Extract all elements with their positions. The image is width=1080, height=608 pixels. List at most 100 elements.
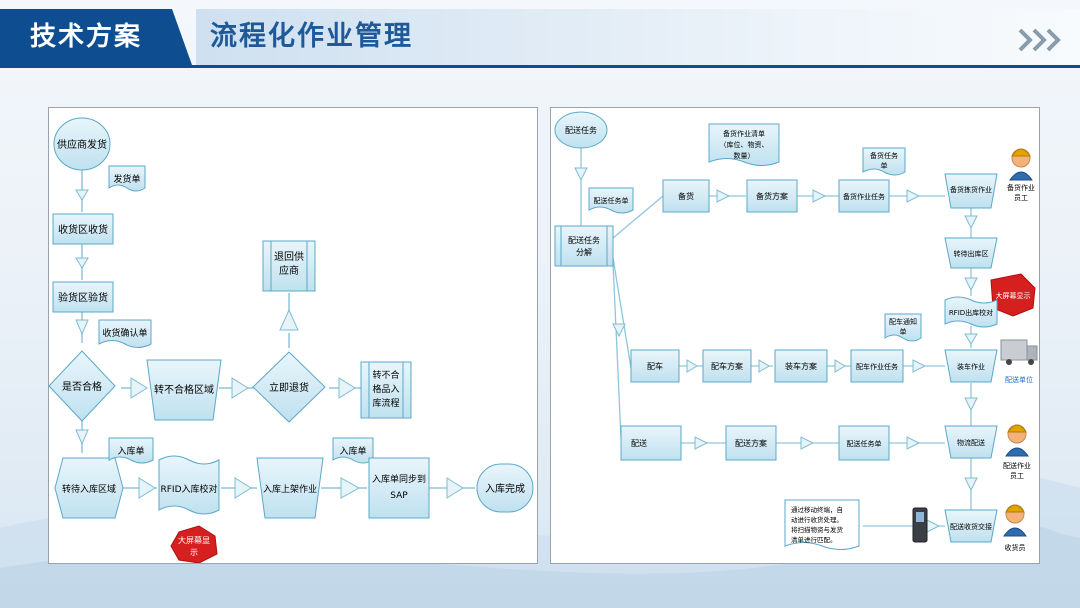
decision-immediate-return: [252, 351, 326, 423]
node-loading: [944, 349, 998, 383]
label-big-screen-2: 示: [190, 548, 198, 557]
title-bar: [196, 9, 1080, 65]
label-dispatch-task-doc: 配送任务单: [847, 439, 882, 448]
label-done: 入库完成: [485, 482, 525, 495]
label-immediate-return: 立即退货: [269, 381, 309, 394]
label-qualified: 是否合格: [62, 380, 102, 393]
label-handover: 配送收货交接: [950, 522, 992, 531]
doc-mobile-note: [784, 499, 860, 550]
label-big-screen-1: 大屏幕显: [178, 535, 210, 545]
label-load-notice-1: 配车通知: [889, 317, 917, 326]
label-prep-plan: 备货方案: [756, 191, 788, 201]
label-big-screen: 大屏幕显示: [996, 291, 1031, 300]
node-loading-plan: [774, 349, 828, 383]
label-mobile-note-3: 将扫描物资与发货: [791, 525, 844, 534]
label-rfid-check: RFID入库校对: [160, 483, 217, 495]
doc-prep-task: [862, 147, 906, 176]
node-inspect: [52, 281, 114, 313]
label-return-supplier-1: 退回供: [274, 250, 304, 263]
node-prep-picking: [944, 173, 998, 209]
label-mobile-note-4: 清单进行匹配。: [791, 535, 837, 544]
label-rfid-out: RFID出库校对: [949, 308, 993, 317]
worker-avatar-icon: [1009, 148, 1033, 181]
node-receive: [52, 213, 114, 245]
node-vehicle-plan: [702, 349, 752, 383]
node-handover: [944, 509, 998, 543]
page-title: 流程化作业管理: [210, 21, 413, 52]
node-dispatch-plan: [725, 425, 777, 461]
node-vehicle-task: [850, 349, 904, 383]
label-sync-1: 入库单同步到: [372, 473, 426, 485]
handheld-terminal-icon: [912, 507, 928, 543]
label-inspect: 验货区验货: [58, 291, 108, 304]
label-delivery-task: 配送任务: [565, 125, 597, 135]
doc-delivery-task: [588, 187, 634, 214]
label-to-inbound-zone: 转待入库区域: [62, 483, 116, 495]
section-label: 技术方案: [30, 22, 143, 52]
node-sync-sap: [368, 457, 430, 519]
label-mobile-note-2: 动进行收货处理。: [791, 515, 843, 524]
label-shelving: 入库上架作业: [263, 483, 317, 495]
label-delivery-note: 发货单: [113, 173, 140, 185]
label-receiver: 收货员: [1005, 543, 1026, 552]
label-loading-plan: 装车方案: [785, 361, 817, 371]
label-mobile-note-1: 通过移动终端，自: [791, 505, 843, 514]
node-done: [476, 463, 534, 513]
node-to-outbound-zone: [944, 237, 998, 269]
node-vehicle: [630, 349, 680, 383]
node-dispatch-task-doc: [838, 425, 890, 461]
triple-chevron-icon: [1018, 28, 1061, 52]
label-vehicle: 配车: [647, 361, 663, 371]
node-prep-task: [838, 179, 890, 213]
doc-load-notice: [884, 313, 922, 342]
label-logistics: 物流配送: [957, 438, 985, 447]
label-delivery-unit: 配送单位: [1005, 375, 1033, 384]
node-logistics: [944, 425, 998, 459]
worker-avatar-icon: [1003, 504, 1027, 537]
label-receipt-confirm: 收货确认单: [102, 327, 147, 339]
label-loading: 装车作业: [957, 362, 985, 371]
big-screen-indicator: [170, 525, 218, 563]
label-dispatch: 配送: [631, 438, 647, 448]
label-supplier-ship: 供应商发货: [57, 138, 107, 151]
node-prep-plan: [746, 179, 798, 213]
label-dispatch-worker-1: 配送作业: [1003, 461, 1031, 470]
node-return-supplier: [262, 240, 316, 292]
label-to-outbound-zone: 转待出库区: [954, 249, 989, 258]
node-dispatch: [620, 425, 682, 461]
label-prep-task-doc-2: 单: [881, 161, 888, 170]
label-to-unqualified-zone: 转不合格区域: [154, 383, 214, 396]
node-rfid-check: [158, 455, 220, 515]
label-prep-picking: 备货拣货作业: [950, 185, 992, 194]
label-prep-list-3: 数量）: [734, 151, 755, 160]
decision-qualified: [49, 350, 116, 422]
node-prep: [662, 179, 710, 213]
label-load-notice-2: 单: [900, 327, 907, 336]
section-tab: [0, 9, 192, 65]
inbound-flow-diagram: 供应商发货 发货单 收货区收货 验货区验货 收货确认单 是否合格 转不合格区域 …: [48, 107, 538, 564]
node-shelving: [256, 457, 324, 519]
header-divider: [0, 65, 1080, 68]
doc-receipt-confirm: [98, 319, 152, 348]
label-prep-task: 备货作业任务: [843, 192, 885, 201]
label-prep: 备货: [678, 191, 694, 201]
slide-header: 技术方案 流程化作业管理: [0, 0, 1080, 70]
label-prep-task-doc-1: 备货任务: [870, 151, 898, 160]
label-dispatch-plan: 配送方案: [735, 438, 767, 448]
label-vehicle-plan: 配车方案: [711, 361, 743, 371]
label-unqual-flow-1: 转不合: [372, 369, 399, 381]
label-task-split-1: 配送任务: [568, 235, 600, 245]
label-unqual-flow-2: 格品入: [372, 383, 399, 395]
node-rfid-out: [944, 296, 998, 328]
label-unqual-flow-3: 库流程: [372, 397, 399, 409]
node-delivery-task: [554, 111, 608, 149]
label-return-supplier-2: 应商: [279, 264, 299, 277]
truck-icon: [1000, 339, 1038, 365]
label-prep-list-2: （库位、物资、: [720, 140, 769, 149]
node-task-split: [554, 225, 614, 267]
delivery-flow-diagram: 配送任务 配送任务单 配送任务 分解 备货作业清单 （库位、物资、 数量） 备货…: [550, 107, 1040, 564]
doc-prep-list: [708, 123, 780, 166]
label-inbound-note-2: 入库单: [339, 445, 366, 457]
label-receive: 收货区收货: [58, 223, 108, 236]
label-prep-worker-1: 备货作业: [1007, 183, 1035, 192]
